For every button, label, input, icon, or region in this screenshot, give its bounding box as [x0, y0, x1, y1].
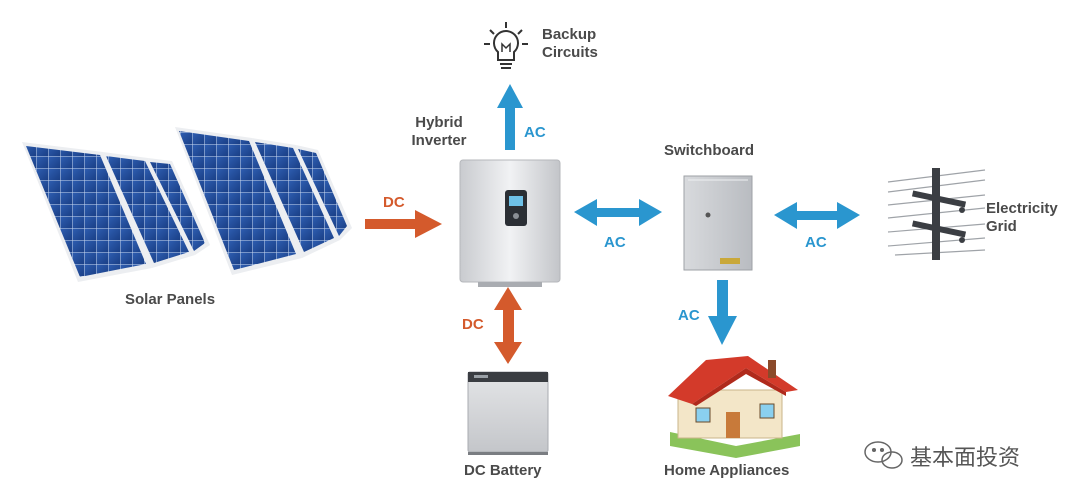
arrow-inverter-switchboard [574, 199, 662, 226]
solar-panels-label: Solar Panels [125, 291, 216, 308]
hybrid-inverter-label: Hybrid Inverter [404, 114, 474, 150]
flow-label-inverter-battery: DC [462, 316, 484, 333]
flow-label-switchboard-home: AC [678, 307, 700, 324]
solar-panel-right [175, 127, 352, 275]
arrow-inverter-battery [494, 287, 522, 364]
arrow-switchboard-grid [774, 202, 860, 229]
flow-label-inverter-backup: AC [524, 124, 546, 141]
dc-battery-label: DC Battery [464, 462, 542, 479]
flow-label-inverter-switchboard: AC [604, 234, 626, 251]
grid-label-line1: Electricity [986, 200, 1058, 217]
home-appliances-label: Home Appliances [664, 462, 790, 479]
backup-label-line2: Circuits [542, 44, 598, 61]
lightbulb-icon [484, 22, 528, 69]
switchboard-device [683, 175, 753, 271]
backup-circuits-label: Backup Circuits [542, 26, 598, 62]
watermark-text: 基本面投资 [910, 446, 1021, 471]
wechat-icon [864, 441, 903, 469]
switchboard-label: Switchboard [664, 142, 755, 159]
inverter-label-line1: Hybrid [415, 114, 463, 131]
flow-label-switchboard-grid: AC [805, 234, 827, 251]
home-icon [668, 356, 800, 458]
arrow-solar-to-inverter [365, 210, 442, 238]
backup-label-line1: Backup [542, 26, 597, 43]
watermark: 基本面投资 [910, 440, 1020, 472]
inverter-label-line2: Inverter [411, 132, 467, 149]
battery-device [467, 371, 549, 455]
solar-panel-left [22, 142, 210, 282]
arrow-switchboard-to-home [708, 280, 737, 345]
hybrid-inverter-device [459, 159, 561, 287]
electricity-pole-icon [887, 168, 986, 260]
flow-label-solar-inverter: DC [383, 194, 405, 211]
arrow-inverter-to-backup [497, 84, 523, 150]
grid-label-line2: Grid [986, 218, 1017, 235]
electricity-grid-label: Electricity Grid [986, 200, 1058, 236]
